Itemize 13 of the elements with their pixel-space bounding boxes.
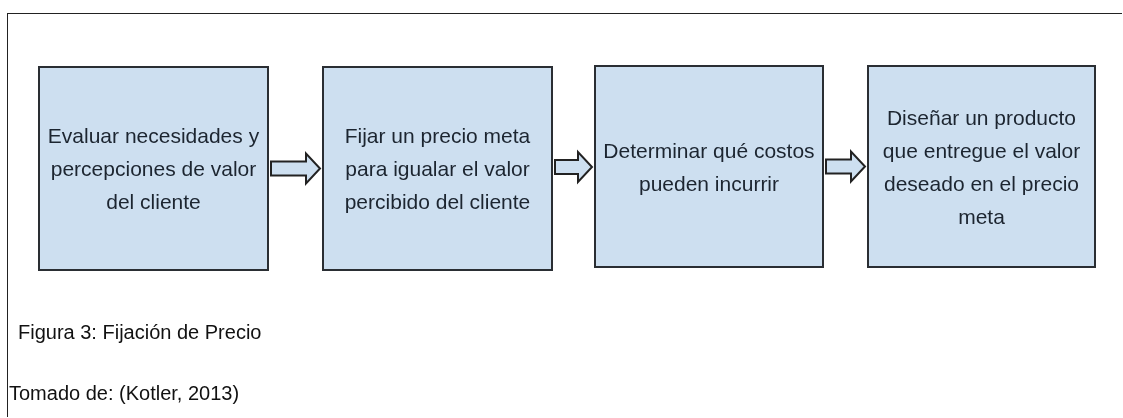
block-arrow <box>270 150 322 187</box>
step-text: Evaluar necesidades y percepciones de valor del cliente <box>46 123 261 215</box>
block-arrow <box>825 148 867 185</box>
process-box <box>322 66 553 271</box>
process-box <box>38 66 269 271</box>
process-box <box>594 65 824 268</box>
step-text: Determinar qué costos pueden incurrir <box>602 137 816 197</box>
source-note: Tomado de: (Kotler, 2013) <box>9 382 240 405</box>
process-box <box>867 65 1096 268</box>
block-arrow <box>554 149 594 185</box>
figure-caption: Figura 3: Fijación de Precio <box>18 321 262 344</box>
step-text: Diseñar un producto que entregue el valor deseado en el precio meta <box>881 104 1082 230</box>
step-text: Fijar un precio meta para igualar el valor percibido del cliente <box>343 123 532 215</box>
